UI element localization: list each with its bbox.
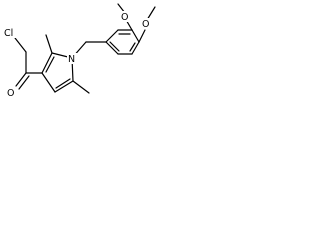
- methoxy-oxygen-right-label-bg: [141, 18, 151, 29]
- methoxy-oxygen-right-atom-label: O: [142, 19, 149, 30]
- carbonyl-oxygen-label-bg: [6, 87, 16, 98]
- pyrrole-nitrogen-atom-label: N: [68, 54, 75, 65]
- bond-methoxy-o-ch3-right: [146, 6, 156, 21]
- bond-ring-c5-c4-double: [55, 78, 71, 89]
- bond-methyl-c2: [45, 34, 53, 54]
- bond-ring-c4-c3: [41, 72, 56, 93]
- bond-ring-c3-c2-double: [45, 56, 55, 73]
- bond-carbonyl-o-double-b: [18, 75, 30, 90]
- bond-ring-c5-c4: [54, 80, 74, 93]
- methoxy-oxygen-top-label-bg: [120, 11, 130, 22]
- bond-benzene-double-3: [109, 41, 120, 52]
- chlorine-label-bg: [3, 27, 18, 38]
- bond-benzene-c1-c2: [105, 29, 119, 43]
- bond-benzene-double-2: [129, 42, 136, 52]
- methoxy-oxygen-top-atom-label: O: [121, 12, 128, 23]
- bond-carbonyl-o-double-a: [15, 72, 27, 87]
- chlorine-atom-label: Cl: [4, 28, 13, 39]
- bond-benzene-c3-c4: [131, 29, 140, 43]
- carbonyl-oxygen-atom-label: O: [7, 88, 14, 99]
- bond-benzene-c6-c1: [105, 41, 119, 55]
- chemical-structure-diagram: Cl O N O O: [3, 3, 156, 99]
- bond-c4-methoxy-o: [138, 29, 146, 43]
- bond-methyl-c5: [72, 80, 90, 94]
- pyrrole-nitrogen-label-bg: [67, 53, 77, 64]
- bond-benzene-c4-c5: [131, 41, 140, 55]
- bond-ring-c3-c2: [41, 52, 53, 74]
- bond-cl-ch2: [14, 37, 27, 53]
